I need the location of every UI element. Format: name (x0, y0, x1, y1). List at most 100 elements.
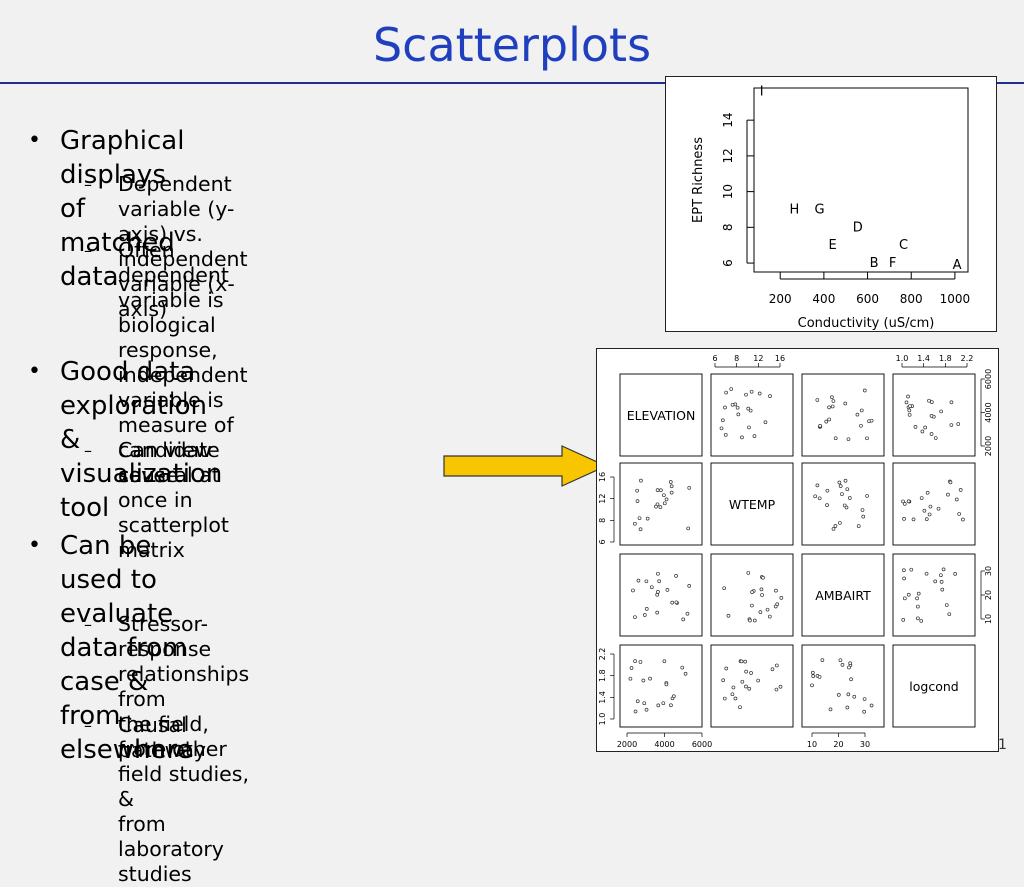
matrix-point (765, 607, 770, 612)
matrix-point (774, 663, 779, 668)
y-tick-label: 10 (721, 184, 735, 199)
matrix-point (869, 703, 874, 708)
matrix-point (915, 596, 919, 601)
matrix-point (862, 697, 867, 701)
matrix-point (723, 432, 728, 437)
matrix-point (750, 603, 754, 608)
matrix-point (907, 408, 912, 413)
matrix-point (909, 567, 914, 572)
matrix-point (687, 485, 692, 490)
matrix-point (813, 494, 818, 499)
matrix-point (825, 488, 830, 493)
matrix-point (645, 516, 650, 521)
matrix-point (752, 618, 757, 623)
matrix-point (907, 412, 912, 417)
matrix-point (726, 613, 731, 618)
matrix-point (722, 586, 727, 591)
y-axis-label: EPT Richness (691, 137, 706, 223)
matrix-cell (619, 373, 703, 457)
matrix-point (635, 499, 640, 503)
matrix-point (649, 585, 654, 590)
matrix-point (680, 665, 685, 670)
matrix-point (670, 600, 675, 605)
matrix-point (827, 417, 831, 422)
matrix-point (730, 402, 735, 407)
matrix-point (729, 387, 734, 391)
matrix-point (687, 584, 692, 588)
right-axis-label: 4000 (984, 402, 993, 422)
matrix-point (906, 592, 911, 597)
variable-label: WTEMP (729, 497, 776, 512)
matrix-point (757, 391, 762, 396)
matrix-point (644, 579, 649, 584)
matrix-point (735, 405, 740, 410)
title-divider (0, 82, 1024, 84)
matrix-point (939, 573, 943, 578)
right-axis-label: 6000 (984, 369, 993, 389)
data-point: A (953, 258, 962, 273)
y-tick-label: 6 (721, 259, 735, 267)
matrix-point (846, 692, 851, 697)
matrix-point (633, 521, 637, 526)
matrix-point (830, 404, 835, 409)
matrix-point (817, 496, 822, 501)
matrix-point (642, 701, 647, 706)
matrix-point (949, 423, 954, 427)
x-tick-label: 600 (856, 292, 879, 306)
matrix-point (685, 611, 690, 616)
matrix-point (948, 480, 953, 485)
matrix-point (739, 659, 744, 664)
matrix-point (631, 588, 635, 593)
bullet-1-text: Graphical displays of matched data (60, 126, 185, 292)
matrix-point (683, 671, 688, 676)
matrix-point (947, 612, 952, 617)
matrix-point (638, 527, 643, 532)
y-tick-label: 8 (721, 224, 735, 232)
matrix-point (954, 497, 959, 502)
matrix-point (747, 686, 752, 691)
matrix-point (748, 618, 752, 623)
matrix-point (810, 683, 814, 688)
matrix-point (748, 408, 753, 413)
matrix-point (916, 591, 921, 596)
bullet-3-text: Can be used to evaluate data from case &… (60, 531, 193, 765)
matrix-point (927, 512, 932, 517)
right-axis-label: 20 (984, 590, 993, 600)
matrix-point (724, 390, 728, 395)
matrix-point (721, 678, 726, 683)
matrix-cell (710, 373, 794, 457)
matrix-point (846, 437, 851, 442)
matrix-point (744, 392, 748, 397)
matrix-point (830, 395, 834, 400)
matrix-cell (619, 644, 703, 728)
matrix-point (810, 670, 815, 675)
matrix-point (856, 524, 861, 528)
matrix-point (730, 692, 735, 697)
matrix-point (759, 587, 764, 592)
matrix-point (956, 422, 961, 426)
y-tick-label: 12 (721, 148, 735, 163)
matrix-point (665, 588, 670, 592)
matrix-cell (892, 644, 976, 728)
matrix-cell (710, 462, 794, 546)
plot-frame (753, 87, 969, 273)
matrix-cell (801, 553, 885, 637)
top-axis-label: 12 (753, 354, 763, 363)
matrix-point (756, 678, 761, 683)
matrix-point (774, 588, 778, 593)
matrix-point (837, 480, 842, 485)
matrix-point (923, 425, 928, 430)
matrix-cell (801, 373, 885, 457)
matrix-cell (801, 462, 885, 546)
x-tick-label: 400 (812, 292, 835, 306)
matrix-point (911, 517, 916, 522)
matrix-point (929, 432, 934, 436)
matrix-point (664, 497, 669, 502)
matrix-cell (619, 462, 703, 546)
top-axis-label: 6 (712, 354, 717, 363)
bullet-dot-icon: • (28, 128, 41, 153)
matrix-point (656, 571, 660, 576)
matrix-point (840, 662, 845, 667)
right-axis-label: 2000 (984, 436, 993, 456)
left-axis-label: 12 (598, 494, 607, 504)
